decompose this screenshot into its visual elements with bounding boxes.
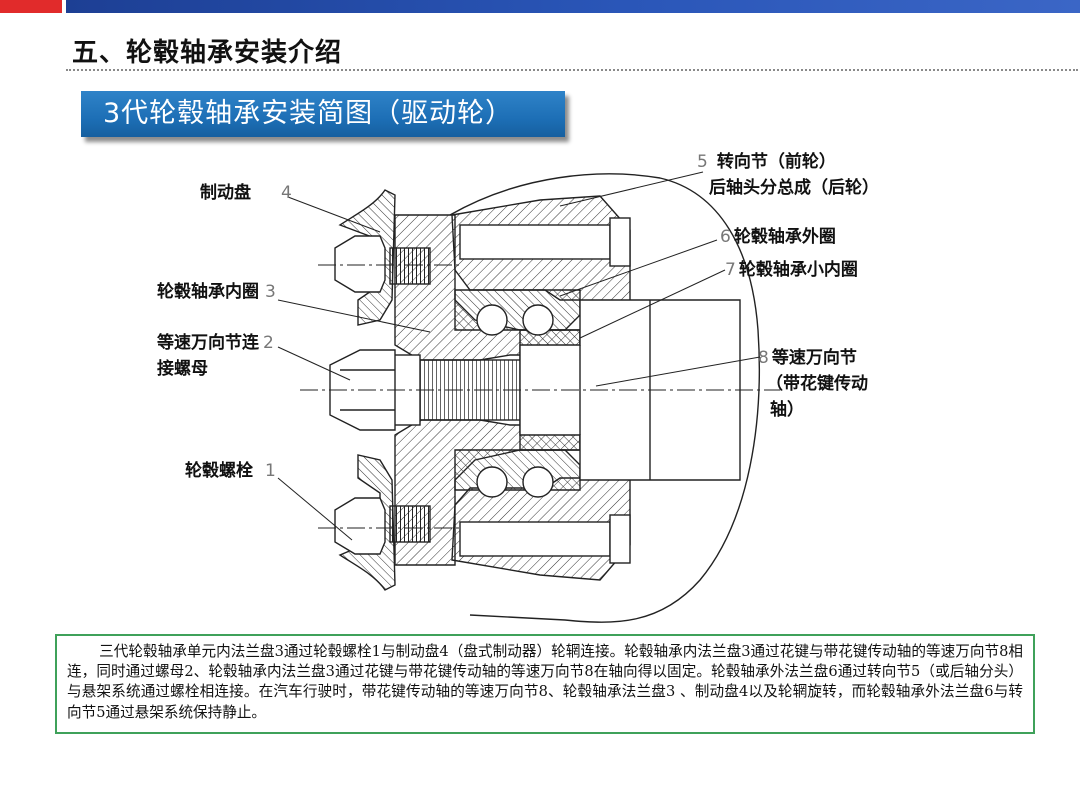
- brake-disc-lower: [338, 454, 396, 591]
- brake-disc-upper: [338, 189, 396, 326]
- top-bar-blue-band: [66, 0, 1080, 13]
- bearing-assembly-diagram: [277, 171, 780, 623]
- title-divider: [66, 69, 1078, 71]
- slide-title: 五、轮毂轴承安装介绍: [72, 38, 343, 68]
- wheel-bolt-upper: [334, 235, 386, 293]
- steering-knuckle-outline: [449, 173, 760, 623]
- section-banner: 3代轮毂轴承安装简图（驱动轮）: [81, 91, 565, 137]
- outer-ring-lower: [454, 449, 581, 491]
- wheel-bolt-lower: [334, 497, 386, 555]
- top-bar-red-block: [0, 0, 62, 13]
- description-box: 三代轮毂轴承单元内法兰盘3通过轮毂螺栓1与制动盘4（盘式制动器）轮辋连接。轮毂轴…: [55, 634, 1035, 734]
- top-color-bar: [0, 0, 1080, 13]
